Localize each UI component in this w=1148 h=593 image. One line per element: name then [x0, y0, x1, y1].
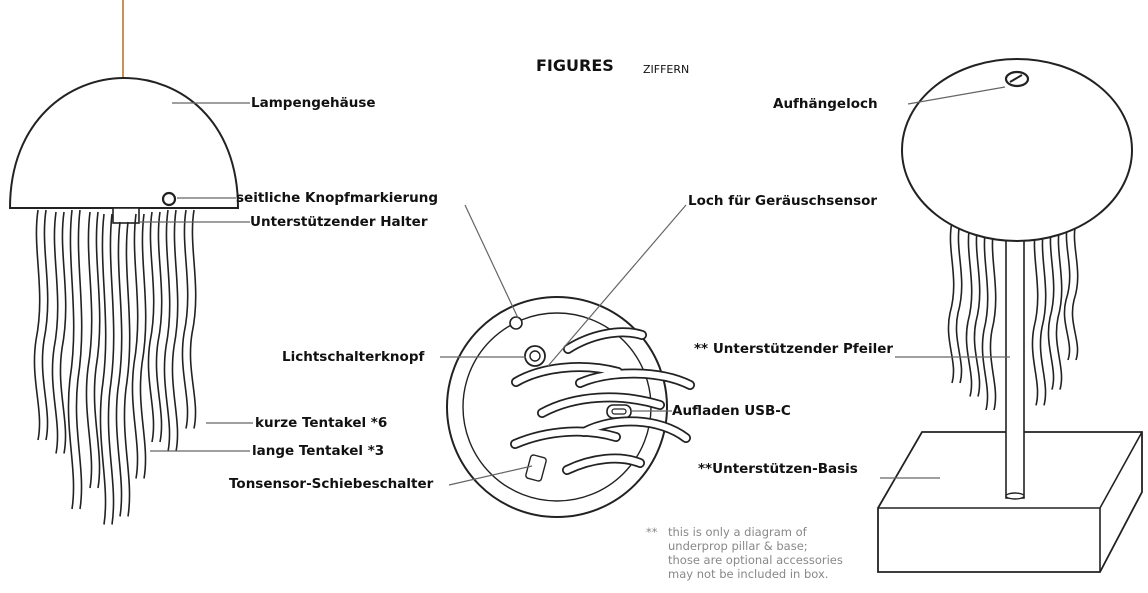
note-line: may not be included in box.	[668, 567, 829, 581]
support-pillar	[1005, 211, 1025, 499]
callout-lines	[139, 86, 1010, 486]
label-support-pillar: ** Unterstützender Pfeiler	[694, 341, 894, 357]
label-light-switch-button: Lichtschalterknopf	[282, 349, 425, 365]
accessory-note: ** this is only a diagram of underprop p…	[646, 525, 843, 581]
note-line: this is only a diagram of	[668, 525, 807, 539]
label-usb-c: Aufladen USB-C	[672, 403, 791, 419]
diagram-subtitle: ZIFFERN	[643, 63, 690, 76]
support-holder	[112, 207, 140, 224]
side-button-marker	[161, 191, 177, 207]
right-jellyfish	[877, 58, 1143, 573]
label-side-button-marker: seitliche Knopfmarkierung	[236, 190, 439, 206]
label-housing: Lampengehäuse	[251, 95, 376, 111]
note-line: underprop pillar & base;	[668, 539, 808, 553]
sound-switch-shape	[525, 454, 547, 482]
left-jellyfish	[8, 76, 240, 526]
label-support-base: **Unterstützen-Basis	[698, 461, 858, 477]
label-sound-sensor-hole: Loch für Geräuschsensor	[688, 193, 878, 209]
label-hanging-hole: Aufhängeloch	[773, 96, 878, 112]
label-long-tentacles: lange Tentakel *3	[252, 443, 385, 459]
left-tentacles	[33, 208, 197, 526]
label-sound-sensor-switch: Tonsensor-Schiebeschalter	[229, 476, 434, 492]
diagram-title: FIGURES	[536, 56, 614, 75]
note-line: those are optional accessories	[668, 553, 843, 567]
label-short-tentacles: kurze Tentakel *6	[255, 415, 388, 431]
label-support-holder: Unterstützender Halter	[250, 214, 428, 230]
bottom-view	[446, 296, 695, 518]
side-button-small	[509, 316, 523, 330]
support-base	[877, 431, 1143, 573]
note-marker: **	[646, 525, 658, 539]
